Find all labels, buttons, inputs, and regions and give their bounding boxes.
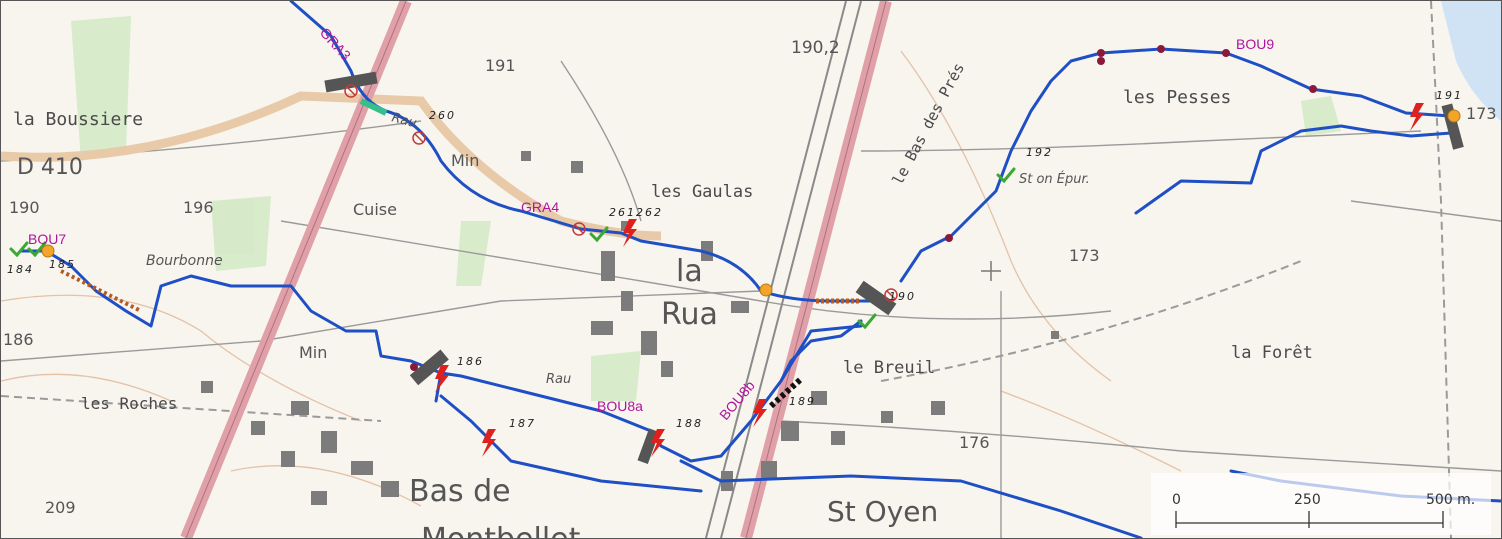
- code-gra4: GRA4: [521, 199, 559, 215]
- no-entry-icon: [344, 84, 358, 98]
- elev-196: 196: [183, 198, 214, 217]
- label-bourbonne: Bourbonne: [146, 253, 223, 269]
- label-les-roches: les Roches: [81, 394, 177, 413]
- flash-icon: [482, 429, 496, 457]
- orange-dot-icon: [1447, 109, 1461, 123]
- point-187: 187: [509, 417, 536, 430]
- flash-icon: [753, 399, 767, 427]
- star-icon: [1097, 49, 1105, 57]
- elev-190: 190: [9, 198, 40, 217]
- vegetation-areas: [71, 16, 1341, 401]
- code-bou9: BOU9: [1236, 36, 1274, 52]
- label-road-d410: D 410: [17, 155, 83, 180]
- scale-bar: 0 250 500 m.: [1151, 473, 1491, 535]
- label-moulin-2: Min: [299, 343, 327, 362]
- point-192: 192: [1026, 146, 1053, 159]
- railways: [180, 1, 892, 538]
- check-icon: [9, 241, 29, 258]
- label-la-rua-1: la: [676, 254, 703, 289]
- point-numbers: 260 261262 192 184 185 186 187 188 189 1…: [7, 89, 1463, 430]
- no-entry-icon: [412, 131, 426, 145]
- star-icon: [1157, 45, 1165, 53]
- point-261-262: 261262: [609, 206, 663, 219]
- label-la-foret: la Forêt: [1231, 343, 1313, 363]
- no-entry-markers: [344, 84, 898, 302]
- label-bas-de: Bas de: [409, 474, 511, 509]
- point-188: 188: [676, 417, 703, 430]
- label-la-rua-2: Rua: [661, 297, 718, 332]
- elev-186: 186: [3, 330, 34, 349]
- point-184: 184: [7, 263, 34, 276]
- eroded-bank-section: [60, 269, 142, 313]
- orange-dot-icon: [41, 244, 55, 258]
- point-260: 260: [429, 109, 456, 122]
- no-entry-icon: [572, 222, 586, 236]
- code-bou7: BOU7: [28, 231, 66, 247]
- label-la-boussiere: la Boussiere: [13, 109, 143, 130]
- label-st-oyen: St Oyen: [827, 495, 938, 528]
- elev-173-b: 173: [1466, 104, 1497, 123]
- tracks: [1, 60, 1501, 538]
- point-189: 189: [789, 395, 816, 408]
- elev-191: 191: [485, 56, 516, 75]
- check-icon: [589, 226, 609, 243]
- point-186: 186: [457, 355, 484, 368]
- elevation-labels: 190,2 191 190 196 186 173 176 209 173: [3, 38, 1497, 517]
- flash-icon: [1410, 103, 1424, 131]
- label-station-epuration: St on Épur.: [1019, 171, 1090, 187]
- star-icon: [410, 363, 418, 371]
- label-le-breuil: le Breuil: [843, 358, 935, 378]
- star-icon: [1097, 57, 1105, 65]
- code-bou8a: BOU8a: [597, 398, 643, 414]
- check-icon: [996, 167, 1016, 184]
- check-icon: [857, 313, 877, 330]
- star-icon: [1309, 85, 1317, 93]
- elev-176: 176: [959, 433, 990, 452]
- no-entry-icon: [884, 288, 898, 302]
- star-icon: [1222, 49, 1230, 57]
- spot-height-cross: [981, 261, 1001, 281]
- elev-190-2: 190,2: [791, 38, 840, 58]
- streams: [19, 1, 1501, 538]
- flash-icon: [435, 365, 449, 393]
- orange-point-markers: [41, 109, 1461, 297]
- label-les-gaulas: les Gaulas: [651, 182, 753, 202]
- label-rau-2: Rau: [546, 372, 571, 387]
- flash-icon: [651, 429, 665, 457]
- label-cuise: Cuise: [353, 200, 397, 219]
- label-rau-1: Rau: [390, 110, 418, 131]
- label-montbellet: Montbellet: [421, 522, 581, 538]
- point-190: 190: [889, 290, 916, 303]
- point-185: 185: [49, 258, 76, 271]
- green-culvert-segment: [359, 98, 388, 116]
- river-saone: [1441, 1, 1501, 121]
- scale-tick-250: 250: [1294, 492, 1321, 508]
- check-icon: [27, 241, 47, 258]
- elev-173: 173: [1069, 246, 1100, 265]
- flash-icon: [623, 219, 637, 247]
- check-markers: [9, 167, 1016, 330]
- scale-tick-0: 0: [1172, 492, 1181, 508]
- point-191: 191: [1436, 89, 1463, 102]
- flash-markers: [435, 103, 1424, 457]
- star-markers: [410, 45, 1317, 371]
- elev-209: 209: [45, 498, 76, 517]
- boundary-dashes: [1, 1, 1452, 538]
- label-moulin-1: Min: [451, 151, 479, 170]
- label-les-pesses: les Pesses: [1123, 87, 1231, 108]
- scale-tick-500: 500 m.: [1426, 492, 1475, 508]
- star-icon: [945, 234, 953, 242]
- orange-dot-icon: [759, 283, 773, 297]
